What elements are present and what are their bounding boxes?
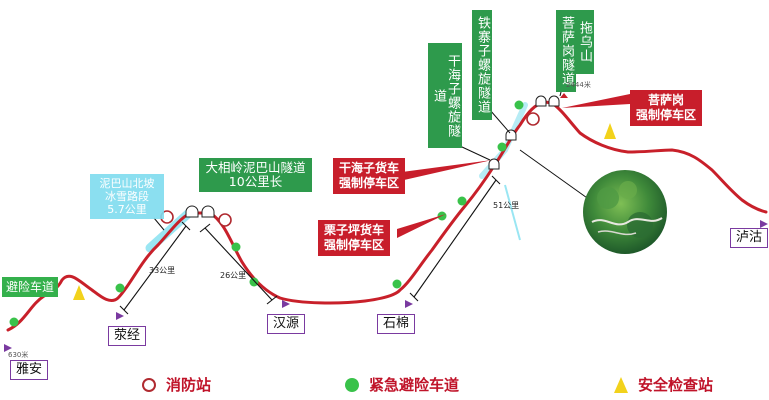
- legend-inspection: 安全检查站: [614, 374, 713, 395]
- escape-lane-label: 避险车道: [2, 277, 59, 297]
- escape-lane-icon: [457, 196, 467, 206]
- inspection-icon: [73, 285, 85, 300]
- city-marker-icon: [116, 312, 124, 320]
- elevation-high: 2444米: [566, 81, 591, 89]
- city-marker-icon: [760, 220, 768, 228]
- pointer-lines: [153, 71, 591, 231]
- cyan-pointer: [504, 184, 521, 241]
- escape-lane-icon: [514, 100, 524, 110]
- niba-ice-label: 泥巴山北坡 冰雪路段 5.7公里: [90, 174, 164, 219]
- parking-pusagang: 菩萨岗 强制停车区: [630, 90, 703, 126]
- parking-lizi: 栗子坪货车 强制停车区: [318, 220, 391, 256]
- city-shimian: 石棉: [377, 314, 416, 334]
- escape-lane-icon: [437, 211, 447, 221]
- tunnel-label-daxiangling: 大相岭泥巴山隧道 10公里长: [199, 158, 312, 192]
- inspection-stations: [73, 123, 616, 300]
- escape-lanes: [9, 100, 524, 327]
- parking-ganhaizi: 干海子货车 强制停车区: [333, 158, 406, 194]
- legend-escape-lane-label: 紧急避险车道: [369, 376, 460, 394]
- city-marker-icon: [282, 300, 290, 308]
- legend-fire-station-label: 消防站: [166, 376, 212, 394]
- fire-station-icon: [142, 377, 156, 392]
- forest-photo-inset: [583, 170, 667, 254]
- inspection-icon: [604, 123, 616, 139]
- elevation-low: 630米: [8, 351, 29, 359]
- tunnel-label-ganhaizi: 干海子螺旋隧道: [428, 43, 462, 148]
- escape-lane-icon: [115, 283, 125, 293]
- escape-lane-icon: [249, 277, 259, 287]
- city-hanyuan: 汉源: [267, 314, 306, 334]
- red-pointers: [397, 94, 630, 238]
- city-yaan: 雅安: [10, 360, 49, 380]
- city-marker-icon: [405, 300, 413, 308]
- tunnel-tiezhaizi: [505, 129, 517, 141]
- tunnel-label-tuowushan: 拖乌山: [574, 10, 594, 74]
- fire-station-icon: [218, 213, 232, 227]
- summit-marker-icon: [560, 93, 568, 98]
- city-marker-icon: [4, 344, 12, 352]
- distance-label: 51公里: [493, 201, 520, 210]
- expressway-route: [6, 100, 768, 332]
- distance-lines: [119, 175, 501, 315]
- tunnel-daxiangling: [185, 205, 215, 218]
- escape-lane-icon: [392, 279, 402, 289]
- tunnel-ganhaizi: [488, 158, 500, 170]
- distance-label: 33公里: [149, 266, 176, 275]
- fire-stations: [160, 112, 540, 227]
- city-yingjing: 荥经: [108, 326, 147, 346]
- legend-escape-lane: 紧急避险车道: [345, 374, 459, 395]
- fire-station-icon: [526, 112, 540, 126]
- escape-lane-icon: [9, 317, 19, 327]
- escape-lane-icon: [231, 242, 241, 252]
- tunnel-label-tiezhaizi: 铁寨子螺旋隧道: [472, 10, 492, 120]
- escape-lane-icon: [345, 377, 359, 392]
- escape-lane-icon: [497, 142, 507, 152]
- legend-fire-station: 消防站: [142, 374, 211, 395]
- distance-label: 26公里: [220, 271, 247, 280]
- city-luding: 泸沽: [730, 228, 769, 248]
- city-markers: [4, 220, 768, 352]
- inspection-icon: [614, 376, 628, 393]
- tunnel-label-pusagang: 菩萨岗隧道: [556, 10, 576, 92]
- legend-inspection-label: 安全检查站: [638, 376, 714, 394]
- tunnel-tuowushan: [535, 95, 560, 107]
